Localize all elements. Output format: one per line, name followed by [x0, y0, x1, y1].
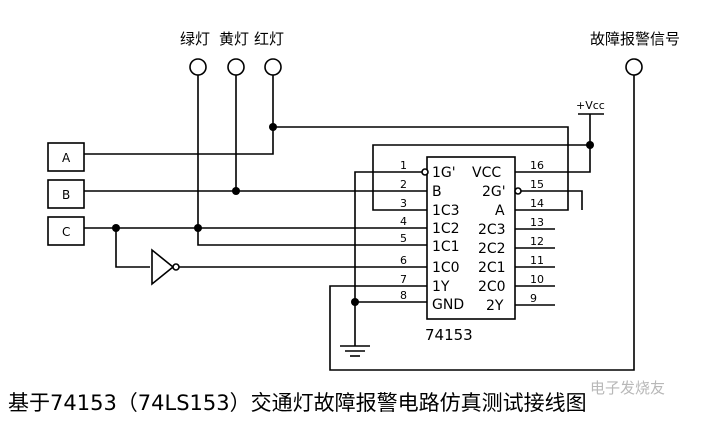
inverter-gate — [151, 248, 180, 286]
pin-number: 5 — [400, 232, 407, 245]
pin-label: 1C2 — [432, 221, 460, 237]
yellow-lamp-label: 黄灯 — [219, 30, 249, 48]
input-c-box — [47, 216, 85, 246]
junction-dot — [586, 141, 594, 149]
wire-input-a-red-lamp — [84, 75, 274, 155]
wire-gnd-rail — [354, 171, 404, 346]
diagram-caption: 基于74153（74LS153）交通灯故障报警电路仿真测试接线图 — [8, 391, 587, 415]
vcc-label: +Vcc — [576, 99, 605, 112]
pin-number: 6 — [400, 254, 407, 267]
chip-74153-body — [426, 156, 516, 320]
red-lamp-label: 红灯 — [254, 30, 284, 48]
pin-label: 1G' — [432, 165, 456, 181]
wire-pin3-to-vcc — [372, 144, 590, 211]
pin-number: 8 — [400, 289, 407, 302]
wire-1y-to-fault-alarm — [329, 75, 635, 371]
pin-number: 2 — [400, 178, 407, 191]
pin-label: 1C3 — [432, 203, 460, 219]
pin-label: B — [432, 184, 442, 200]
pin-number: 1 — [400, 159, 407, 172]
yellow-lamp-terminal — [227, 58, 245, 76]
pin-number: 13 — [530, 216, 544, 229]
pin15-inversion-bubble — [514, 187, 522, 195]
pin1-inversion-bubble — [421, 168, 429, 176]
pin-number: 15 — [530, 178, 544, 191]
junction-dot — [194, 224, 202, 232]
ground-symbol — [340, 345, 370, 357]
input-b-label: B — [62, 188, 70, 202]
wire-green-lamp-to-pin5 — [197, 75, 404, 246]
chip-name: 74153 — [425, 326, 473, 344]
pin-label: 2C3 — [478, 222, 506, 238]
pin-label: 2C2 — [478, 241, 506, 257]
pin-number: 16 — [530, 159, 544, 172]
junction-dot — [351, 298, 359, 306]
pin-label: GND — [432, 297, 464, 313]
pin-number: 7 — [400, 273, 407, 286]
input-c-label: C — [62, 225, 70, 239]
wire-c-to-inverter — [115, 228, 150, 268]
pin-number: 11 — [530, 254, 544, 267]
wire-a-to-pin14 — [273, 126, 569, 211]
pin-label: 2C0 — [478, 279, 506, 295]
pin-label: 1C0 — [432, 260, 460, 276]
pin-label: A — [495, 203, 505, 219]
pin-label: 1Y — [432, 279, 450, 295]
junction-dot — [269, 123, 277, 131]
input-b-box — [47, 179, 85, 209]
pin-label: 1C1 — [432, 239, 460, 255]
fault-alarm-label: 故障报警信号 — [590, 30, 680, 48]
fault-alarm-terminal — [625, 58, 643, 76]
pin-number: 14 — [530, 197, 544, 210]
green-lamp-terminal — [189, 58, 207, 76]
watermark: 电子发烧友 — [590, 379, 665, 397]
pin-number: 4 — [400, 215, 407, 228]
pin-label: 2Y — [486, 298, 504, 314]
pin-label: VCC — [472, 165, 501, 181]
pin-label: 2C1 — [478, 260, 506, 276]
pin-number: 12 — [530, 235, 544, 248]
input-a-label: A — [62, 151, 71, 165]
pin-number: 9 — [530, 292, 537, 305]
input-a-box — [47, 142, 85, 172]
wires — [84, 75, 635, 371]
pin-number: 10 — [530, 273, 544, 286]
green-lamp-label: 绿灯 — [180, 30, 210, 48]
wire-vcc-rail — [555, 114, 591, 173]
pin-label: 2G' — [482, 184, 506, 200]
wire-pin15-to-gnd — [555, 190, 583, 210]
pin-number: 3 — [400, 197, 407, 210]
junction-dot — [232, 187, 240, 195]
junction-dot — [112, 224, 120, 232]
red-lamp-terminal — [264, 58, 282, 76]
